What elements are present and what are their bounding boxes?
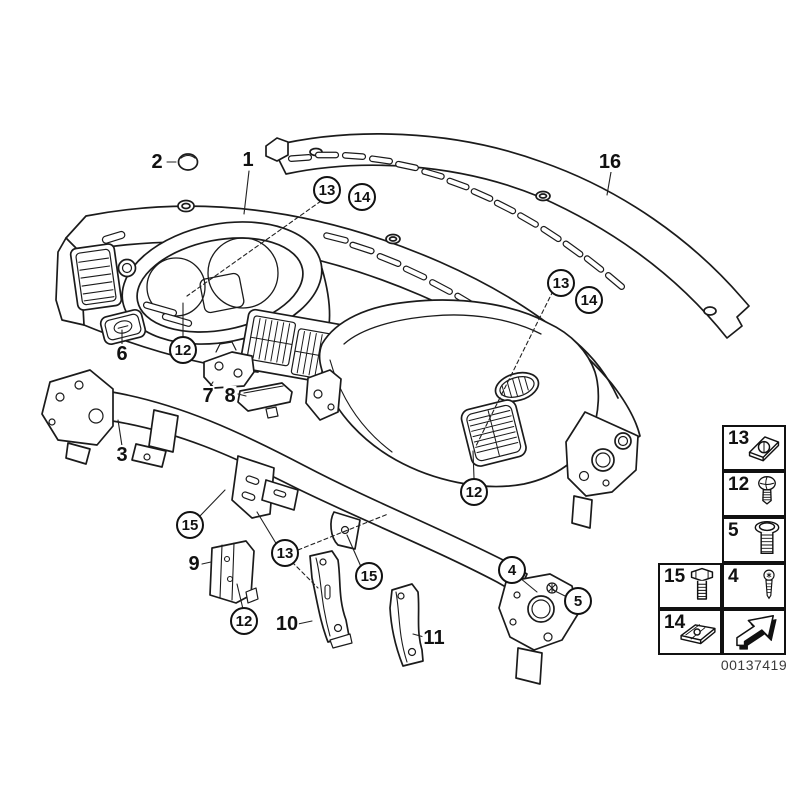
flange-head-bolt-icon [752,520,782,560]
bracket-11 [389,583,424,667]
callout-label-3[interactable]: 3 [115,444,129,466]
callout-circle-13[interactable]: 13 [547,269,575,297]
bracket-10 [309,550,353,649]
headlight-switch-knob [117,258,137,278]
callout-label-7[interactable]: 7 [201,385,215,407]
switch-6 [99,308,147,346]
bracket-7 [203,341,255,389]
callout-label-16[interactable]: 16 [597,151,623,173]
callout-circle-12[interactable]: 12 [460,478,488,506]
right-end-bracket [565,411,639,529]
callout-circle-15[interactable]: 15 [355,562,383,590]
spring-clip-icon [678,616,718,648]
leader-lines [117,161,612,638]
pan-head-screw-icon [752,475,782,513]
direction-arrow-icon [732,611,782,653]
callout-circle-15[interactable]: 15 [176,511,204,539]
part-number: 00137419 [720,657,788,673]
trim-strip-16 [265,133,750,339]
callout-label-6[interactable]: 6 [115,343,129,365]
callout-circle-4[interactable]: 4 [498,556,526,584]
legend-cell-4[interactable]: 4 [722,563,786,609]
callout-label-11[interactable]: 11 [422,627,446,649]
passenger-panel-12 [305,299,600,488]
legend-cell-direction-arrow[interactable] [722,609,786,655]
cover-8 [237,382,293,419]
hex-bolt-icon [686,566,718,606]
crossmember-3 [41,369,528,595]
callout-circle-12[interactable]: 12 [230,607,258,635]
torx-screw-icon [756,567,782,605]
callout-circle-12[interactable]: 12 [169,336,197,364]
left-air-vent [69,243,123,311]
callout-circle-14[interactable]: 14 [348,183,376,211]
callout-label-10[interactable]: 10 [274,613,300,635]
clip-nut-icon [746,431,782,465]
legend-cell-13[interactable]: 13 [722,425,786,471]
legend-cell-12[interactable]: 12 [722,471,786,517]
bracket-4 [498,573,579,685]
callout-label-8[interactable]: 8 [223,385,237,407]
legend-cell-5[interactable]: 5 [722,517,786,563]
callout-label-9[interactable]: 9 [187,553,201,575]
callout-circle-5[interactable]: 5 [564,587,592,615]
bracket-9 [209,540,259,604]
callout-circle-13[interactable]: 13 [271,539,299,567]
legend-cell-15[interactable]: 15 [658,563,722,609]
plug-2 [177,153,199,171]
callout-circle-13[interactable]: 13 [313,176,341,204]
callout-circle-14[interactable]: 14 [575,286,603,314]
callout-label-1[interactable]: 1 [241,149,255,171]
legend-cell-14[interactable]: 14 [658,609,722,655]
callout-label-2[interactable]: 2 [150,151,164,173]
